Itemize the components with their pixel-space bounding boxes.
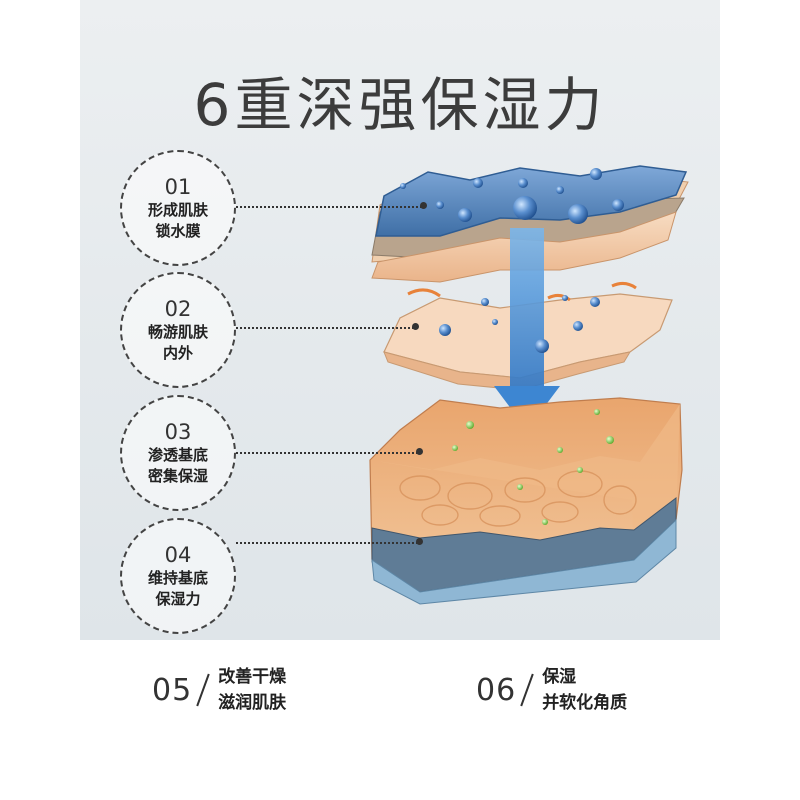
bottom-item-05: 05 改善干燥 滋润肌肤 bbox=[152, 664, 286, 716]
step-01-circle: 01 形成肌肤 锁水膜 bbox=[120, 150, 236, 266]
step-label-line2: 锁水膜 bbox=[155, 222, 201, 240]
step-label-line1: 畅游肌肤 bbox=[147, 323, 208, 341]
skin-cross-section-block bbox=[369, 397, 683, 605]
step-number: 01 bbox=[164, 175, 192, 199]
leader-dot-01 bbox=[420, 202, 427, 209]
step-label-line2: 密集保湿 bbox=[147, 467, 208, 485]
bottom-number: 06 bbox=[476, 672, 517, 708]
bottom-label-line2: 滋润肌肤 bbox=[218, 693, 287, 713]
bottom-text: 保湿 并软化角质 bbox=[542, 664, 627, 716]
leader-line-02 bbox=[236, 327, 414, 329]
step-label-line1: 渗透基底 bbox=[147, 446, 208, 464]
leader-dot-03 bbox=[416, 448, 423, 455]
bottom-label-line1: 改善干燥 bbox=[218, 667, 287, 687]
step-label-line2: 内外 bbox=[162, 344, 193, 362]
bottom-item-06: 06 保湿 并软化角质 bbox=[476, 664, 627, 716]
bottom-number: 05 bbox=[152, 672, 193, 708]
leader-dot-02 bbox=[412, 323, 419, 330]
step-label-line1: 维持基底 bbox=[147, 569, 208, 587]
page-title: 6重深强保湿力 bbox=[193, 71, 607, 139]
leader-line-01 bbox=[236, 206, 422, 208]
step-04-circle: 04 维持基底 保湿力 bbox=[120, 518, 236, 634]
step-number: 02 bbox=[164, 297, 192, 321]
bottom-label-line2: 并软化角质 bbox=[542, 693, 628, 713]
step-number: 04 bbox=[164, 543, 192, 567]
step-label-line2: 保湿力 bbox=[155, 590, 201, 608]
step-03-circle: 03 渗透基底 密集保湿 bbox=[120, 395, 236, 511]
step-02-circle: 02 畅游肌肤 内外 bbox=[120, 272, 236, 388]
slash-divider bbox=[520, 673, 534, 707]
leader-dot-04 bbox=[416, 538, 423, 545]
bottom-text: 改善干燥 滋润肌肤 bbox=[218, 664, 286, 716]
slash-divider bbox=[196, 673, 210, 707]
bottom-section bbox=[80, 640, 720, 800]
bottom-label-line1: 保湿 bbox=[542, 667, 577, 687]
step-number: 03 bbox=[164, 420, 192, 444]
step-label-line1: 形成肌肤 bbox=[147, 201, 208, 219]
nutrient-particles bbox=[452, 409, 614, 525]
water-bubbles bbox=[400, 168, 624, 353]
flow-arrows bbox=[407, 281, 637, 302]
leader-line-04 bbox=[236, 542, 418, 544]
leader-line-03 bbox=[236, 452, 418, 454]
penetration-arrow bbox=[494, 228, 560, 430]
